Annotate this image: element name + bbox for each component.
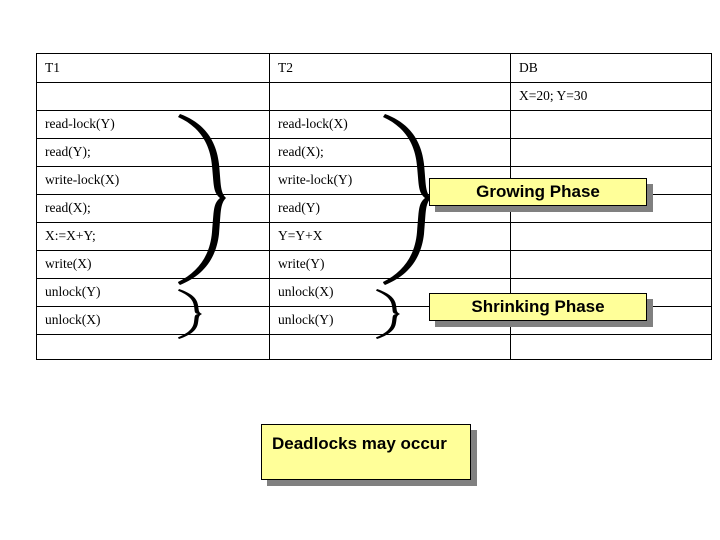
cell-db	[510, 110, 712, 139]
cell-db	[510, 334, 712, 360]
table-row: X:=X+Y; Y=Y+X	[36, 222, 712, 251]
cell-empty-t2	[269, 82, 511, 111]
table-row-db-state: X=20; Y=30	[36, 82, 712, 111]
cell-t1: unlock(X)	[36, 306, 270, 335]
cell-t2: Y=Y+X	[269, 222, 511, 251]
cell-t2: read-lock(X)	[269, 110, 511, 139]
table-row: write(X) write(Y)	[36, 250, 712, 279]
deadlock-callout: Deadlocks may occur	[261, 424, 471, 480]
growing-phase-label: Growing Phase	[476, 182, 600, 201]
cell-t1: X:=X+Y;	[36, 222, 270, 251]
table-row: read(Y); read(X);	[36, 138, 712, 167]
cell-t2	[269, 334, 511, 360]
table-row: read-lock(Y) read-lock(X)	[36, 110, 712, 139]
cell-t1: write-lock(X)	[36, 166, 270, 195]
cell-db-state: X=20; Y=30	[510, 82, 712, 111]
cell-t1: read(X);	[36, 194, 270, 223]
shrinking-phase-label: Shrinking Phase	[471, 297, 605, 316]
growing-phase-callout: Growing Phase	[429, 178, 647, 206]
column-header-db: DB	[510, 53, 712, 83]
column-header-t2: T2	[269, 53, 511, 83]
cell-t1: read(Y);	[36, 138, 270, 167]
shrinking-phase-callout: Shrinking Phase	[429, 293, 647, 321]
cell-t2: write(Y)	[269, 250, 511, 279]
cell-t1: write(X)	[36, 250, 270, 279]
cell-db	[510, 250, 712, 279]
column-header-t1: T1	[36, 53, 270, 83]
cell-empty-t1	[36, 82, 270, 111]
cell-t1: unlock(Y)	[36, 278, 270, 307]
cell-db	[510, 138, 712, 167]
table-row-blank	[36, 334, 712, 360]
cell-db	[510, 222, 712, 251]
table-header-row: T1 T2 DB	[36, 53, 712, 83]
cell-t1	[36, 334, 270, 360]
deadlock-label: Deadlocks may occur	[272, 434, 447, 453]
cell-t2: read(X);	[269, 138, 511, 167]
cell-t1: read-lock(Y)	[36, 110, 270, 139]
